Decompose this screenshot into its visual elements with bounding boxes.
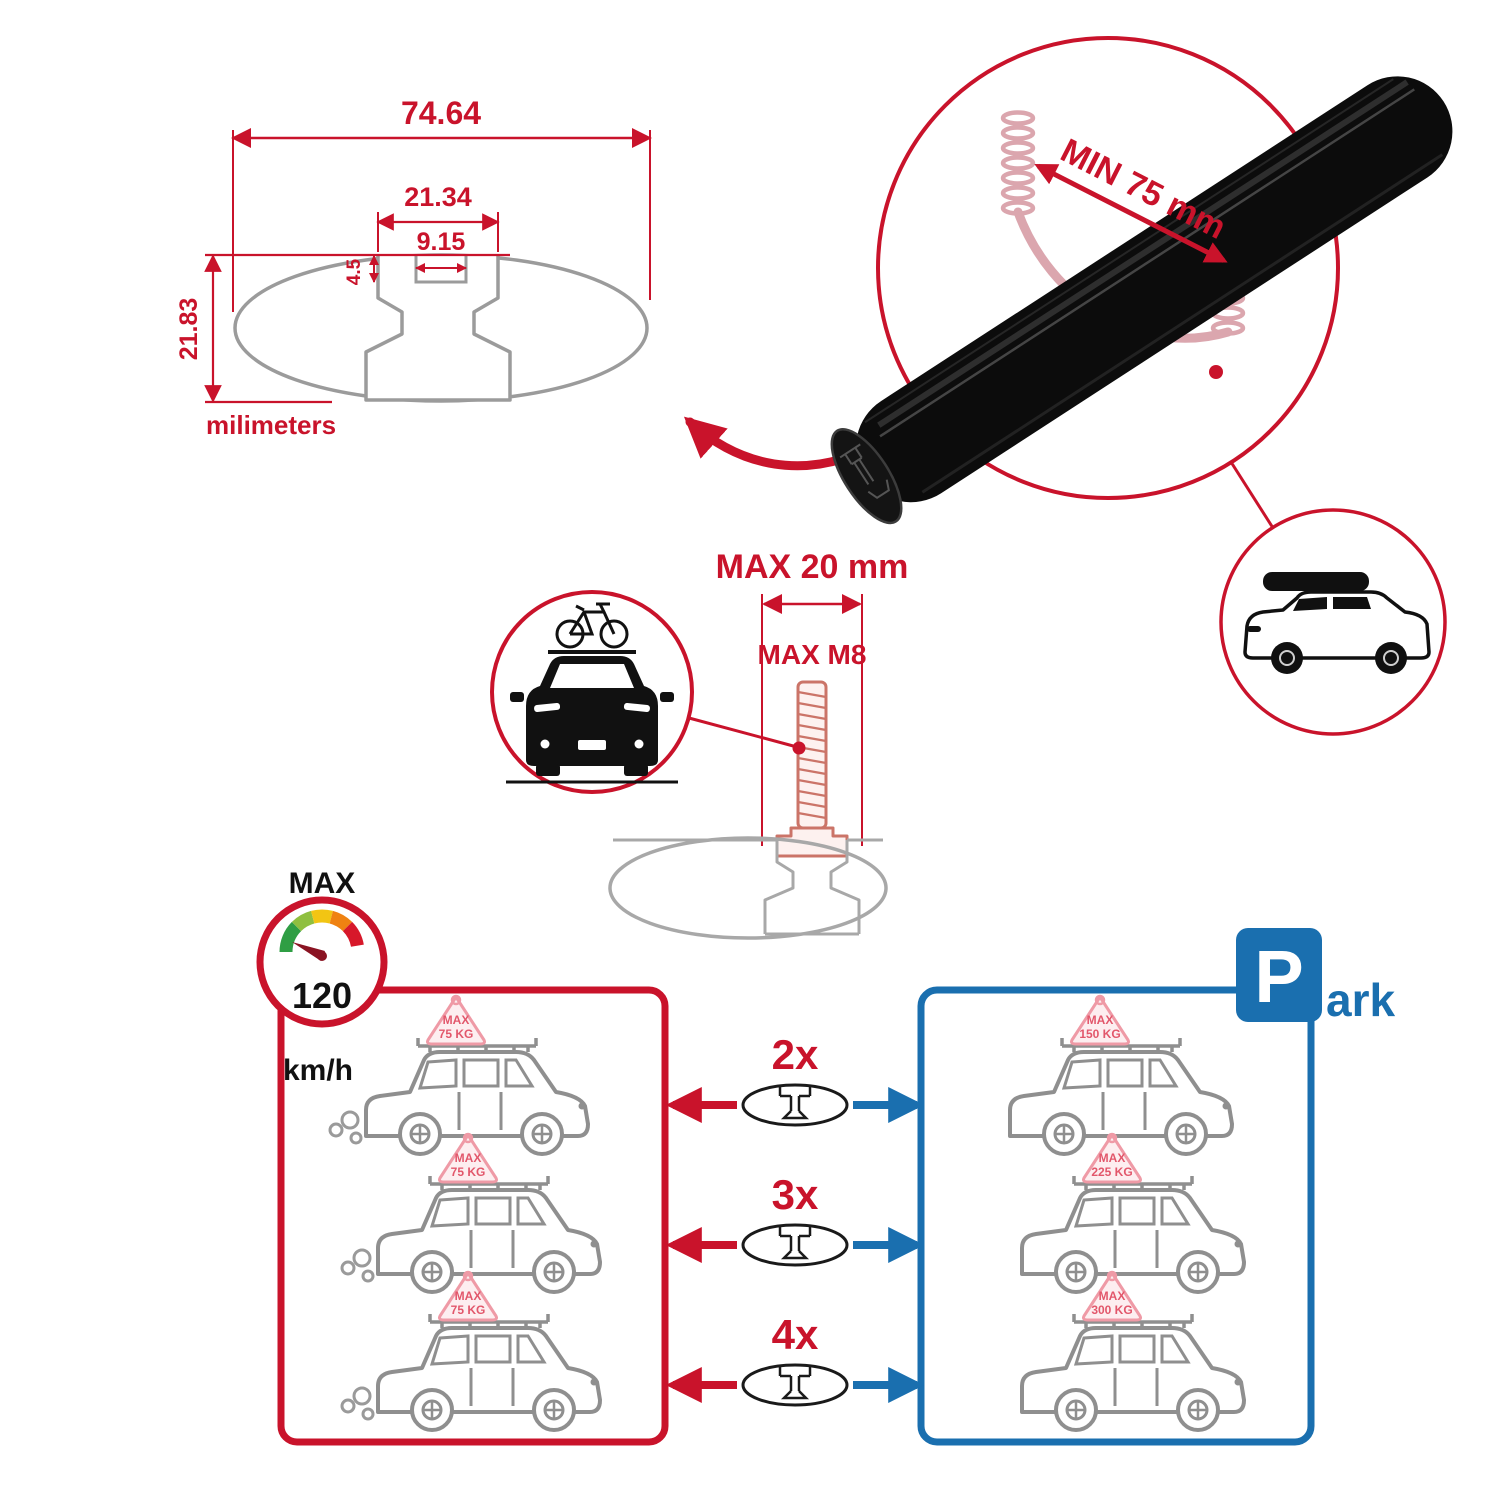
car-front-illustration — [506, 656, 678, 784]
tag-value: 225 KG — [1091, 1165, 1132, 1179]
park-sign: P ark — [1236, 928, 1395, 1026]
bolt-max-width-label: MAX 20 mm — [716, 548, 909, 586]
tag-value: 75 KG — [451, 1303, 486, 1317]
tag-title: MAX — [455, 1289, 482, 1303]
crossbar-illustration — [830, 76, 1453, 525]
slot-outer-ext-lines — [377, 212, 499, 252]
count-row: 4x — [665, 1311, 925, 1407]
tag-value: 75 KG — [439, 1027, 474, 1041]
count-label: 2x — [772, 1031, 819, 1078]
parked-cars: MAX 150 KG MAX 225 KG MAX 300 KG — [1008, 994, 1246, 1432]
load-tag: MAX 150 KG — [1070, 994, 1130, 1046]
load-tag: MAX 75 KG — [438, 1270, 498, 1322]
suv-roofbox-illustration — [1243, 572, 1431, 674]
load-tag: MAX 225 KG — [1082, 1132, 1142, 1184]
total-height-label: 21.83 — [175, 298, 203, 361]
circle-connector-line — [1229, 461, 1275, 529]
park-letter: P — [1254, 935, 1303, 1018]
load-tag: MAX 75 KG — [426, 994, 486, 1046]
load-tag: MAX 75 KG — [438, 1132, 498, 1184]
gauge-arc — [279, 909, 364, 953]
speed-value: 120 — [292, 975, 352, 1016]
total-width-ext-lines — [232, 130, 651, 312]
bike-icon — [555, 602, 629, 649]
speed-limit-badge: MAX 120 km/h — [256, 867, 388, 1087]
suv-roofbox-view — [1219, 508, 1447, 736]
bolt-leader-line — [688, 716, 798, 749]
count-label: 4x — [772, 1311, 819, 1358]
t-slot-profile — [364, 255, 512, 402]
crossbar-detail-view: MIN 75 mm — [830, 36, 1453, 525]
tag-title: MAX — [1099, 1151, 1126, 1165]
total-width-label: 74.64 — [401, 95, 481, 131]
tag-value: 300 KG — [1091, 1303, 1132, 1317]
car-front-view — [490, 590, 806, 794]
slot-outer-width-label: 21.34 — [404, 182, 472, 212]
bolt-section: MAX 20 mm MAX M8 — [490, 548, 909, 940]
tag-title: MAX — [1099, 1289, 1126, 1303]
bar-count-rows: 2x 3x 4x — [665, 1031, 925, 1407]
count-label: 3x — [772, 1171, 819, 1218]
bolt-thread-label: MAX M8 — [758, 639, 867, 670]
count-row: 2x — [665, 1031, 925, 1127]
tag-title: MAX — [1087, 1013, 1114, 1027]
slot-inner-width-label: 9.15 — [417, 228, 466, 256]
notch-depth-label: 4.5 — [344, 258, 365, 285]
park-sign-square — [1236, 928, 1322, 1022]
dimension-diagram: 74.64 21.34 9.15 4.5 21.83 milimeters — [175, 95, 652, 440]
gauge-needle — [292, 942, 325, 961]
tag-value: 150 KG — [1079, 1027, 1120, 1041]
tag-title: MAX — [443, 1013, 470, 1027]
driving-cars: MAX 75 KG MAX 75 KG MAX 75 KG — [328, 994, 602, 1432]
bolt-leader-dot — [792, 741, 806, 755]
tag-value: 75 KG — [451, 1165, 486, 1179]
load-tag: MAX 300 KG — [1082, 1270, 1142, 1322]
bolt-slot-profile — [608, 836, 888, 940]
speed-max-label: MAX — [289, 867, 356, 900]
attachment-point-dot — [1209, 365, 1223, 379]
tag-title: MAX — [455, 1151, 482, 1165]
park-suffix: ark — [1326, 974, 1395, 1026]
gauge-pivot — [317, 951, 327, 961]
t-bolt-illustration — [775, 680, 849, 858]
unit-label: milimeters — [206, 410, 336, 440]
speed-unit: km/h — [283, 1054, 353, 1087]
count-row: 3x — [665, 1171, 925, 1267]
bolt-width-ext-lines — [761, 594, 863, 846]
